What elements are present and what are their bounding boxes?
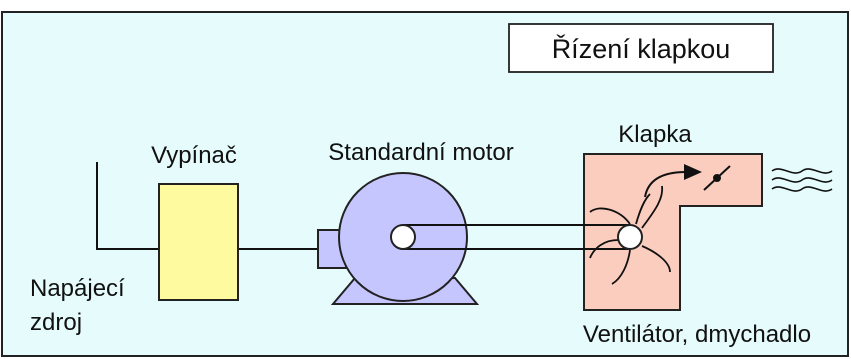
air-outflow-waves-icon	[771, 168, 833, 192]
diagram-title: Řízení klapkou	[552, 33, 731, 64]
airflow-arrow	[644, 164, 702, 198]
switch-label: Vypínač	[151, 142, 237, 169]
switch-box	[158, 183, 239, 301]
fan-pulley	[617, 224, 643, 250]
fan-label: Ventilátor, dmychadlo	[583, 321, 811, 348]
damper-flap-icon	[703, 165, 731, 191]
power-supply-wire	[96, 162, 318, 250]
drive-belt	[403, 224, 630, 250]
power-supply-label-line1: Napájecí	[30, 275, 125, 302]
motor-pulley	[390, 224, 416, 250]
power-supply-label-line2: zdroj	[30, 309, 82, 336]
fan-housing	[583, 153, 763, 311]
motor-label: Standardní motor	[328, 139, 513, 166]
fan-impeller	[589, 185, 671, 285]
damper-label: Klapka	[618, 121, 692, 148]
title-box: Řízení klapkou	[508, 23, 774, 73]
